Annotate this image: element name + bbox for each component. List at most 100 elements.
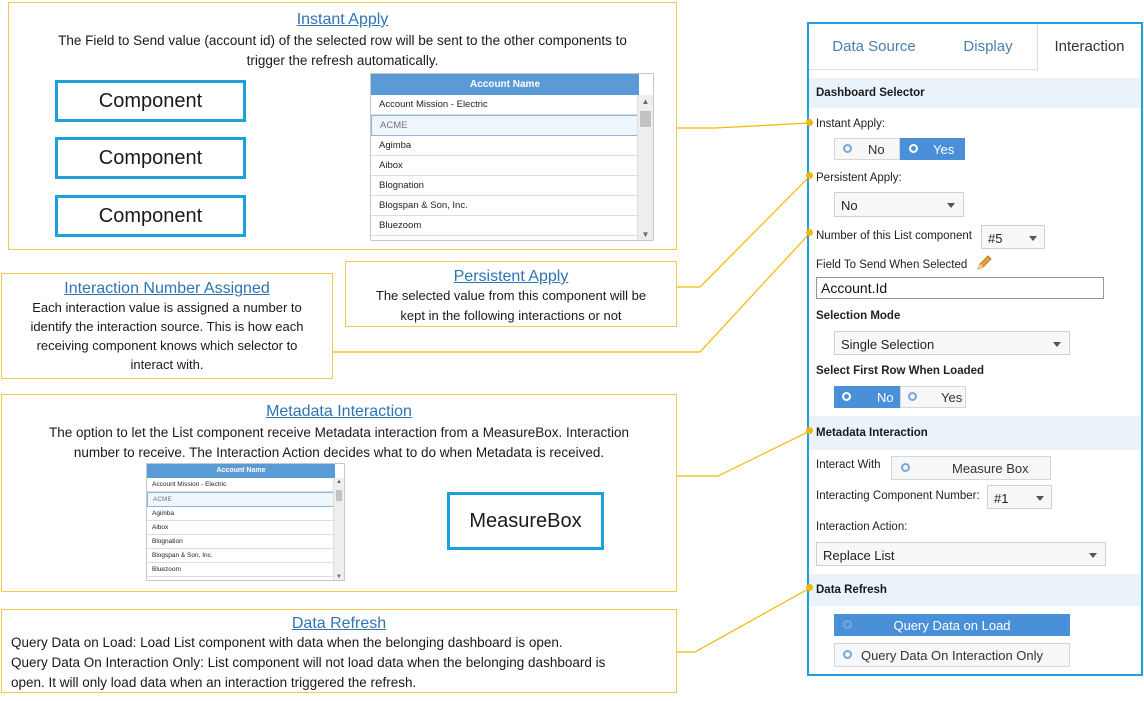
connector-dot — [806, 229, 813, 236]
list-number-dropdown[interactable]: #5 — [981, 225, 1045, 249]
metadata-interaction-title: Metadata Interaction — [266, 403, 412, 420]
list-item[interactable]: Blogspan & Son, Inc. — [371, 196, 639, 216]
instant-apply-label: Instant Apply: — [816, 118, 886, 130]
instant-apply-line-1: The Field to Send value (account id) of … — [58, 33, 627, 48]
select-first-row-label: Select First Row When Loaded — [816, 365, 985, 377]
connector-persistent-apply — [677, 175, 811, 288]
component-box-2: Component — [55, 137, 246, 179]
list-item-selected[interactable]: ACME — [371, 115, 639, 136]
select-first-row-no-button[interactable]: No — [834, 386, 900, 408]
persistent-apply-callout: Persistent Apply The selected value from… — [345, 261, 677, 327]
interaction-settings-panel: Data Source Display Interaction Dashboar… — [807, 22, 1143, 676]
metadata-interaction-line: The option to let the List component rec… — [48, 425, 630, 440]
list-item[interactable]: Account Mission - Electric — [147, 478, 335, 492]
persistent-apply-value: No — [841, 198, 858, 213]
list-item[interactable]: Blognation — [371, 176, 639, 196]
radio-icon — [909, 144, 918, 153]
radio-icon — [908, 392, 917, 401]
radio-icon — [901, 463, 910, 472]
list-item[interactable]: Account Mission - Electric — [371, 95, 639, 115]
scroll-up-arrow-icon[interactable]: ▲ — [641, 97, 650, 106]
selection-mode-value: Single Selection — [841, 337, 935, 352]
select-first-row-yes-label: Yes — [941, 390, 963, 405]
connector-dot — [806, 584, 813, 591]
scrollbar-thumb[interactable] — [336, 490, 342, 501]
radio-icon — [843, 650, 852, 659]
tab-display[interactable]: Display — [963, 38, 1013, 55]
dashboard-selector-header: Dashboard Selector — [809, 78, 1141, 108]
list-number-label: Number of this List component — [816, 230, 972, 242]
list-scrollbar[interactable]: ▲ ▼ — [333, 478, 344, 580]
interact-with-value: Measure Box — [952, 461, 1029, 476]
interaction-number-line: interact with. — [130, 357, 204, 372]
connector-metadata — [677, 430, 811, 477]
scrollbar-thumb[interactable] — [640, 111, 651, 127]
interaction-number-line: identify the interaction source. This is… — [30, 319, 304, 334]
component-number-label: Interacting Component Number: — [816, 490, 980, 502]
instant-apply-no-label: No — [868, 142, 885, 157]
caret-down-icon — [1089, 553, 1097, 558]
list-item[interactable]: Blogspan & Son, Inc. — [147, 549, 335, 563]
list-item[interactable]: Bluezoom — [371, 216, 639, 236]
interaction-number-title: Interaction Number Assigned — [64, 280, 270, 297]
radio-icon — [842, 392, 851, 401]
instant-apply-yes-button[interactable]: Yes — [900, 138, 965, 160]
caret-down-icon — [1029, 236, 1037, 241]
list-body: Account Mission - Electric ACME Agimba A… — [371, 95, 639, 236]
caret-down-icon — [947, 203, 955, 208]
radio-icon — [843, 144, 852, 153]
instant-apply-no-button[interactable]: No — [834, 138, 900, 160]
scroll-down-arrow-icon[interactable]: ▼ — [336, 574, 342, 580]
list-item[interactable]: Agimba — [147, 507, 335, 521]
list-item[interactable]: Agimba — [371, 136, 639, 156]
component-box-1: Component — [55, 80, 246, 122]
tab-data-source[interactable]: Data Source — [832, 38, 916, 55]
data-refresh-line: Query Data On Interaction Only: List com… — [11, 655, 606, 670]
persistent-apply-line: kept in the following interactions or no… — [400, 308, 622, 323]
data-refresh-header: Data Refresh — [809, 574, 1141, 606]
list-body: Account Mission - Electric ACME Agimba A… — [147, 478, 335, 577]
list-item[interactable]: Blognation — [147, 535, 335, 549]
data-refresh-line: Query Data on Load: Load List component … — [11, 635, 563, 650]
scroll-up-arrow-icon[interactable]: ▲ — [336, 479, 342, 485]
connector-interaction-number — [333, 232, 811, 353]
connector-dot — [806, 427, 813, 434]
pencil-icon[interactable] — [975, 254, 993, 272]
list-header: Account Name — [371, 74, 639, 95]
query-on-interaction-label: Query Data On Interaction Only — [860, 648, 1044, 663]
component-box-3: Component — [55, 195, 246, 237]
radio-icon — [843, 620, 852, 629]
instant-apply-line-2: trigger the refresh automatically. — [246, 53, 439, 68]
scroll-down-arrow-icon[interactable]: ▼ — [641, 230, 650, 239]
list-item-selected[interactable]: ACME — [147, 492, 335, 507]
component-number-value: #1 — [994, 491, 1009, 506]
account-list-large[interactable]: Account Name Account Mission - Electric … — [370, 73, 654, 241]
persistent-apply-label: Persistent Apply: — [816, 172, 902, 184]
list-item[interactable]: Bluezoom — [147, 563, 335, 577]
selection-mode-dropdown[interactable]: Single Selection — [834, 331, 1070, 355]
field-to-send-input[interactable]: Account.Id — [816, 277, 1104, 299]
account-list-small[interactable]: Account Name Account Mission - Electric … — [146, 463, 345, 581]
list-scrollbar[interactable]: ▲ ▼ — [637, 95, 653, 240]
select-first-row-yes-button[interactable]: Yes — [900, 386, 966, 408]
interact-with-measure-box-button[interactable]: Measure Box — [891, 456, 1051, 480]
tab-bar: Data Source Display Interaction — [809, 24, 1141, 71]
list-item[interactable]: Aibox — [371, 156, 639, 176]
field-to-send-label: Field To Send When Selected — [816, 259, 968, 271]
data-refresh-title: Data Refresh — [291, 615, 387, 632]
caret-down-icon — [1053, 342, 1061, 347]
query-on-interaction-button[interactable]: Query Data On Interaction Only — [834, 643, 1070, 667]
metadata-interaction-line: number to receive. The Interaction Actio… — [73, 445, 605, 460]
persistent-apply-dropdown[interactable]: No — [834, 192, 964, 217]
interaction-action-dropdown[interactable]: Replace List — [816, 542, 1106, 566]
connector-dot — [806, 119, 813, 126]
interaction-action-label: Interaction Action: — [816, 521, 908, 533]
persistent-apply-title: Persistent Apply — [453, 268, 569, 285]
data-refresh-callout: Data Refresh Query Data on Load: Load Li… — [1, 609, 677, 693]
component-number-dropdown[interactable]: #1 — [987, 485, 1052, 509]
query-on-load-button[interactable]: Query Data on Load — [834, 614, 1070, 636]
interaction-number-callout: Interaction Number Assigned Each interac… — [1, 273, 333, 379]
tab-interaction[interactable]: Interaction — [1037, 24, 1141, 71]
list-item[interactable]: Aibox — [147, 521, 335, 535]
caret-down-icon — [1036, 496, 1044, 501]
